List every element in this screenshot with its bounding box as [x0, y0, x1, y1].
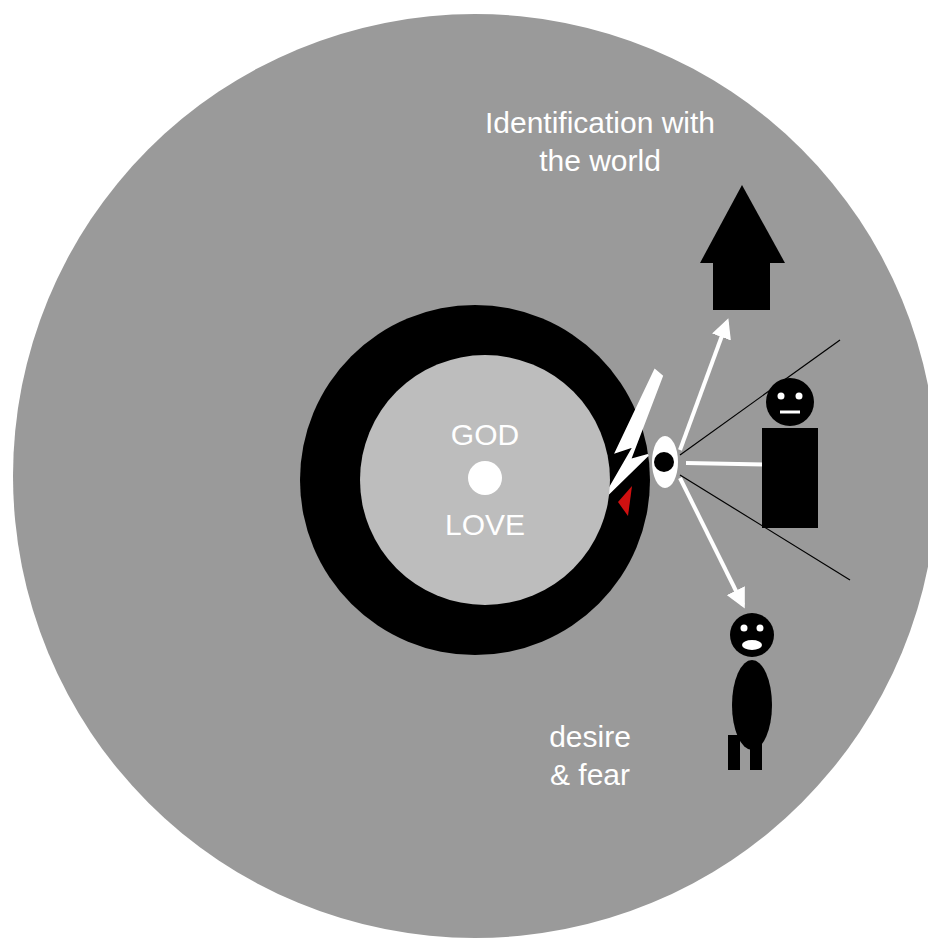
person-eye — [778, 393, 785, 400]
center-circle: GOD LOVE — [350, 355, 620, 605]
outer-disc — [13, 14, 928, 938]
person-eye — [796, 393, 803, 400]
person-eye — [741, 625, 748, 632]
person-eye — [757, 625, 764, 632]
person-head — [730, 613, 774, 657]
person-leg — [750, 735, 762, 770]
eye-symbol — [652, 436, 678, 488]
house-body — [713, 262, 770, 310]
annotation-label: desire & fear — [535, 718, 645, 794]
center-dot — [468, 461, 502, 495]
gaze-arrow — [680, 478, 743, 605]
annotation-label: Identification with the world — [480, 104, 720, 180]
gaze-arrow — [680, 322, 727, 450]
dark-ring — [300, 305, 650, 655]
circle-outline — [350, 355, 620, 605]
person-leg — [728, 735, 740, 770]
person-body — [762, 428, 818, 528]
eye-pupil — [654, 452, 674, 472]
inner-disc — [360, 355, 610, 605]
person-mouth — [742, 640, 762, 650]
person-head — [766, 378, 814, 426]
lightning-symbol — [604, 370, 662, 498]
house-roof — [700, 185, 785, 263]
person-mouth — [780, 411, 800, 414]
node-text: GOD — [350, 417, 620, 453]
node-text: LOVE — [350, 507, 620, 543]
red-mark — [618, 486, 632, 516]
